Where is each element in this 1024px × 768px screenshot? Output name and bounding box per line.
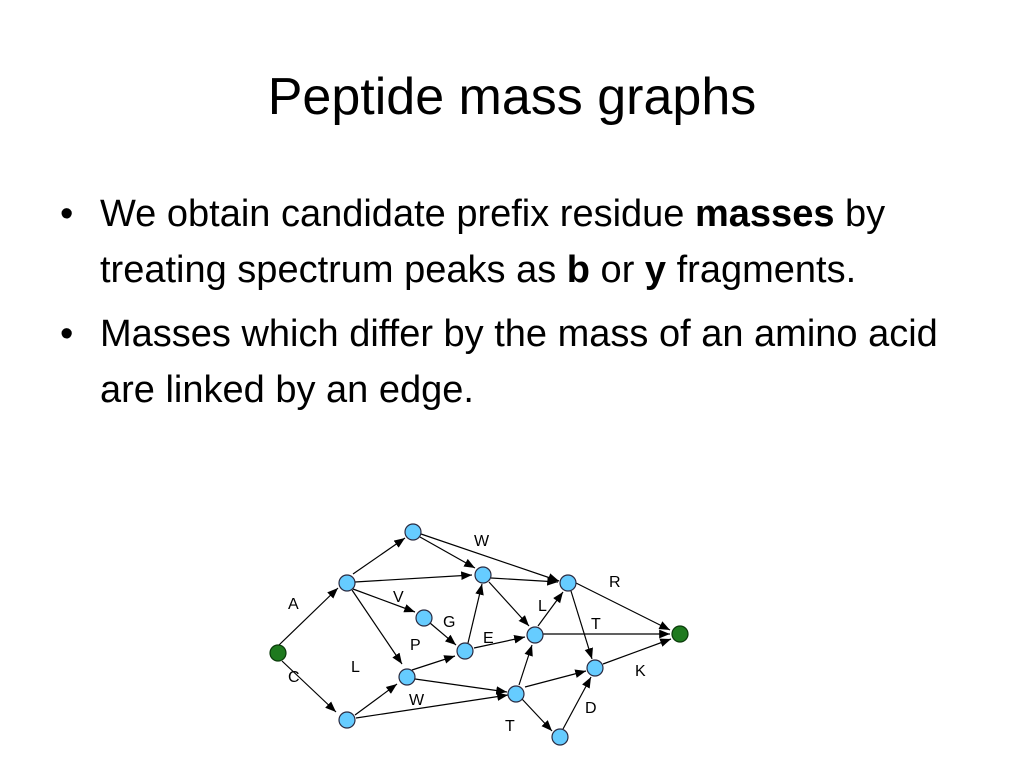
edge-label-g: G [443,614,455,631]
graph-edge [354,683,398,716]
graph-edge [420,533,560,582]
start-node [269,644,287,662]
edge-label-v: V [393,589,404,606]
graph-edge [352,588,416,613]
edge-label-w: W [474,533,490,550]
graph-edge [562,676,592,730]
edge-label-t: T [591,616,601,633]
edge-label-w: W [409,692,425,709]
end-node [671,625,689,643]
edge-label-k: K [635,663,646,680]
bullet-1-bold-b: b [566,249,590,291]
graph-edge [281,660,337,713]
graph-node [338,711,356,729]
bullet-1-text: or [590,249,645,291]
graph-edge [518,644,533,686]
edge-label-r: R [609,574,621,591]
graph-edge [352,537,406,575]
graph-edge [355,692,509,719]
bullet-1-text: by treating spectrum peaks as [100,193,886,291]
bullet-item-2: • Masses which differ by the mass of an … [60,306,960,418]
graph-node [398,668,416,686]
bullet-1-bold-masses: masses [695,193,835,235]
bullet-1-text: We obtain candidate prefix residue [100,193,695,235]
edge-label-d: D [585,700,597,717]
graph-edge [411,655,456,671]
edge-label-c: C [288,669,300,686]
bullet-1-text: fragments. [666,249,857,291]
graph-edge [521,698,553,732]
edge-label-l: L [351,659,360,676]
graph-edge [488,581,530,627]
graph-node [456,642,474,660]
graph-node [507,685,525,703]
bullet-2-text: Masses which differ by the mass of an am… [100,313,938,411]
graph-edge [278,587,339,646]
edge-label-l: L [538,598,547,615]
graph-edge [537,591,564,627]
graph-node [338,574,356,592]
edge-labels: A C L W V P G E W L R T K T D [288,533,646,735]
slide-title: Peptide mass graphs [267,68,757,126]
graph-node [586,659,604,677]
graph-edge [354,571,473,583]
edge-label-p: P [410,637,421,654]
graph-edge [473,635,526,649]
graph-node [526,626,544,644]
graph-node [474,566,492,584]
bullet-1-bold-y: y [644,249,667,291]
graph-edge [490,577,559,586]
graph-node [551,728,569,746]
bullet-list: • We obtain candidate prefix residue mas… [60,186,960,426]
graph-node [559,574,577,592]
graph-node [415,609,433,627]
graph-node [404,523,422,541]
graph-edge [575,582,671,631]
graph-edge [524,669,587,688]
graph-edge [467,583,484,644]
edge-label-t: T [505,718,515,735]
bullet-item-1: • We obtain candidate prefix residue mas… [60,186,960,298]
graph-edge [570,590,593,660]
graph-edge [351,589,403,665]
graph-edge [602,638,672,665]
edge-label-e: E [483,630,494,647]
graph-edge [414,678,508,695]
bullet-dot: • [60,313,74,355]
bullet-dot: • [60,193,74,235]
graph-nodes [269,523,689,746]
edge-label-a: A [288,596,299,613]
graph-edges [278,533,672,732]
graph-edge [429,622,457,646]
graph-edge [419,536,476,569]
